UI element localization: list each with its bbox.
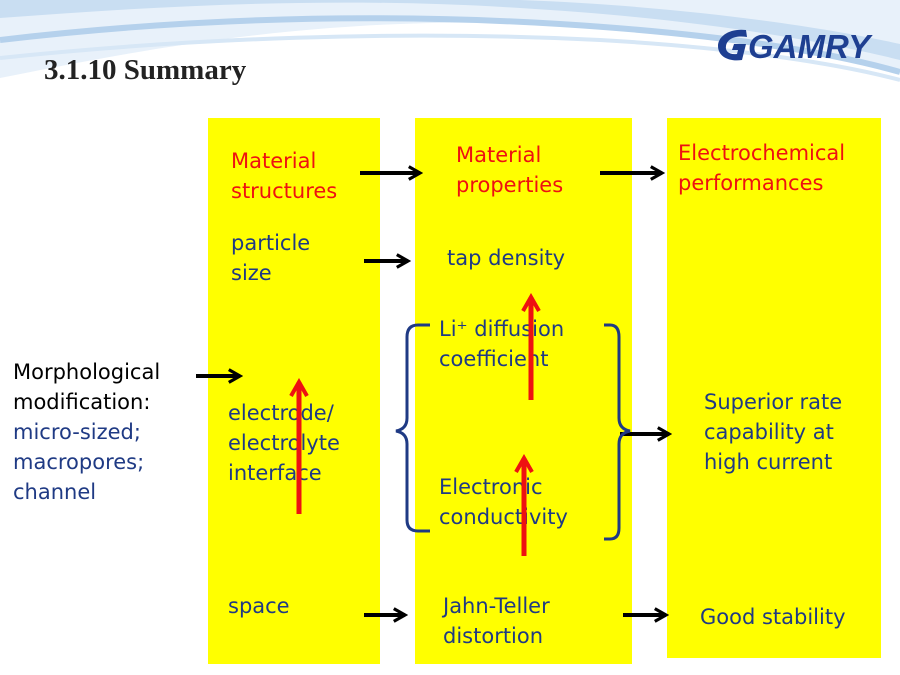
gamry-logo: GAMRY [718, 28, 873, 65]
jahn-teller-label: Jahn-Teller distortion [443, 594, 550, 648]
electronic-conductivity-label: Electronic conductivity [439, 475, 568, 529]
electrochemical-performances-column [667, 118, 881, 658]
header-swoosh-decoration [0, 0, 900, 82]
material-properties-header: Material properties [456, 143, 564, 197]
material-structures-header: Material structures [231, 149, 338, 203]
interface-label: electrode/ electrolyte interface [228, 401, 340, 485]
modification-methods-label: micro-sized; macropores; channel [13, 420, 145, 504]
tap-density-label: tap density [447, 246, 566, 270]
particle-size-label: particle size [231, 231, 311, 285]
slide-title: 3.1.10 Summary [44, 54, 247, 86]
superior-rate-label: Superior rate capability at high current [704, 390, 843, 474]
space-label: space [228, 594, 290, 618]
morphological-modification-label: Morphological modification: [13, 360, 161, 414]
good-stability-label: Good stability [700, 605, 846, 629]
electrochemical-performances-header: Electrochemical performances [678, 141, 846, 195]
material-properties-column [415, 118, 632, 664]
logo-text: GAMRY [748, 28, 873, 65]
li-diffusion-label: Li⁺ diffusion coefficient [439, 317, 565, 371]
